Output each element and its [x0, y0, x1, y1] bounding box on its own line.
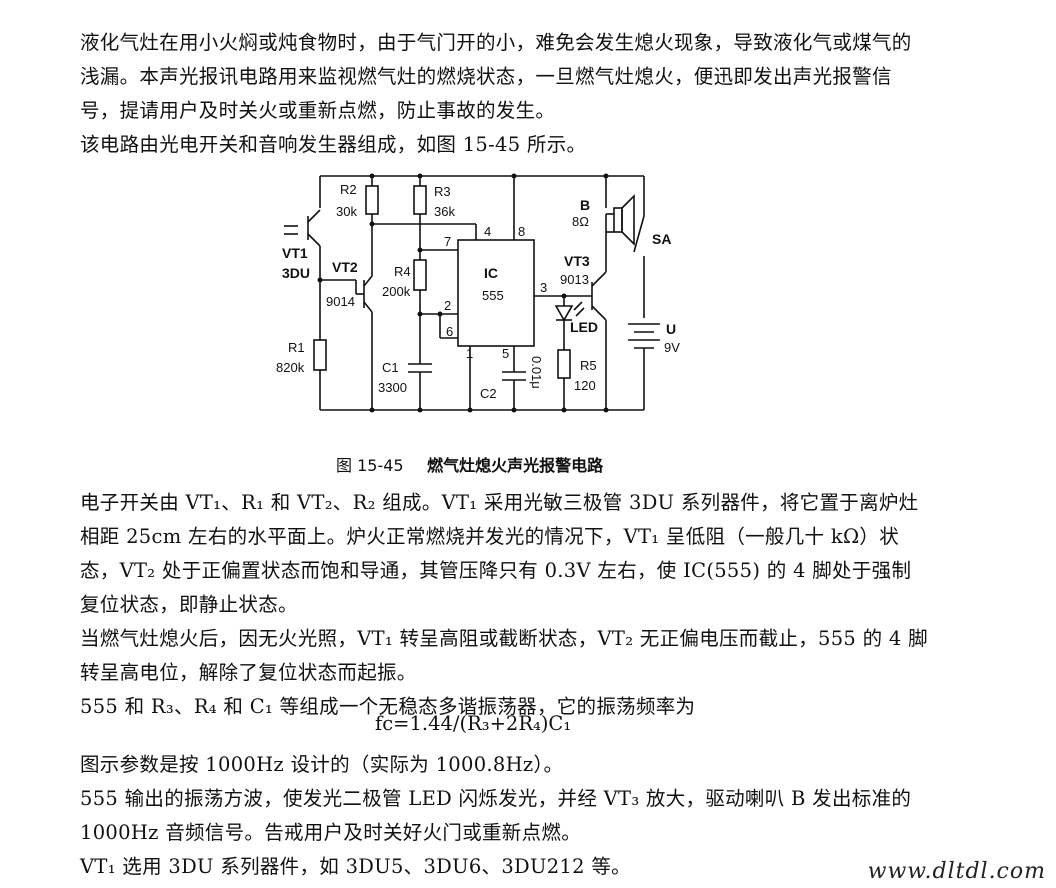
label-r1: R1	[288, 340, 305, 355]
label-r4-value: 200k	[382, 284, 411, 299]
figure-title: 燃气灶熄火声光报警电路	[427, 456, 604, 475]
label-ic-type: 555	[482, 288, 504, 303]
label-vt2-type: 9014	[326, 294, 355, 309]
paragraph-electronic-switch: 电子开关由 VT₁、R₁ 和 VT₂、R₂ 组成。VT₁ 采用光敏三极管 3DU…	[80, 491, 919, 616]
label-pin4: 4	[484, 224, 491, 239]
label-pin5: 5	[502, 346, 509, 361]
circuit-diagram: R2 30k R3 36k R4 200k R1 820k R5 120 C1 …	[276, 173, 680, 413]
label-c2-value: 0.01μ	[529, 356, 544, 389]
figure-number: 图 15-45	[336, 456, 404, 475]
paragraph-circuit-intro: 该电路由光电开关和音响发生器组成，如图 15-45 所示。	[80, 133, 587, 156]
paragraph-intro: 液化气灶在用小火焖或炖食物时，由于气门开的小，难免会发生熄火现象，导致液化气或煤…	[80, 31, 912, 122]
label-r4: R4	[394, 264, 411, 279]
label-led: LED	[570, 319, 598, 335]
paragraph-oscillator: 555 和 R₃、R₄ 和 C₁ 等组成一个无稳态多谐振荡器，它的振荡频率为	[80, 695, 696, 718]
label-r5: R5	[580, 358, 597, 373]
label-pin8: 8	[518, 224, 525, 239]
r3-resistor	[413, 185, 427, 215]
label-r3: R3	[434, 184, 451, 199]
label-switch-sa: SA	[652, 231, 671, 247]
label-speaker-b: B	[580, 197, 590, 213]
label-r2: R2	[340, 182, 357, 197]
label-vt3: VT3	[564, 253, 590, 269]
label-vt2: VT2	[332, 259, 358, 275]
watermark: www.dltdl.com	[867, 859, 1046, 884]
label-c1-value: 3300	[378, 380, 407, 395]
label-c2: C2	[480, 386, 497, 401]
label-vt1-type: 3DU	[282, 265, 310, 281]
label-supply-u: U	[666, 321, 676, 337]
label-vt3-type: 9013	[560, 272, 589, 287]
label-r2-value: 30k	[336, 204, 357, 219]
label-c1: C1	[382, 360, 399, 375]
paragraph-extinguish: 当燃气灶熄火后，因无火光照，VT₁ 转呈高阻或截断状态，VT₂ 无正偏电压而截止…	[80, 627, 928, 684]
figure-caption: 图 15-45 燃气灶熄火声光报警电路	[336, 452, 603, 476]
r1-resistor	[313, 339, 327, 371]
label-r5-value: 120	[574, 378, 596, 393]
speaker-b	[613, 207, 623, 233]
paragraph-output: 555 输出的振荡方波，使发光二极管 LED 闪烁发光，并经 VT₃ 放大，驱动…	[80, 787, 912, 844]
r5-resistor	[557, 349, 571, 379]
label-pin3: 3	[540, 280, 547, 295]
label-pin1: 1	[466, 346, 473, 361]
label-supply-value: 9V	[664, 340, 680, 355]
r2-resistor	[365, 185, 379, 215]
label-ic: IC	[484, 265, 498, 281]
label-r1-value: 820k	[276, 360, 305, 375]
paragraph-vt1-selection: VT₁ 选用 3DU 系列器件，如 3DU5、3DU6、3DU212 等。	[80, 855, 631, 878]
frequency-formula: fc=1.44/(R₃+2R₄)C₁	[375, 712, 572, 735]
r4-resistor	[413, 259, 427, 291]
label-vt1: VT1	[282, 245, 308, 261]
label-pin2: 2	[444, 298, 451, 313]
label-speaker-value: 8Ω	[572, 214, 589, 229]
label-r3-value: 36k	[434, 204, 455, 219]
paragraph-design-freq: 图示参数是按 1000Hz 设计的（实际为 1000.8Hz）。	[80, 753, 564, 776]
label-pin7: 7	[444, 234, 451, 249]
ic-555-body	[457, 239, 535, 347]
label-pin6: 6	[446, 324, 453, 339]
